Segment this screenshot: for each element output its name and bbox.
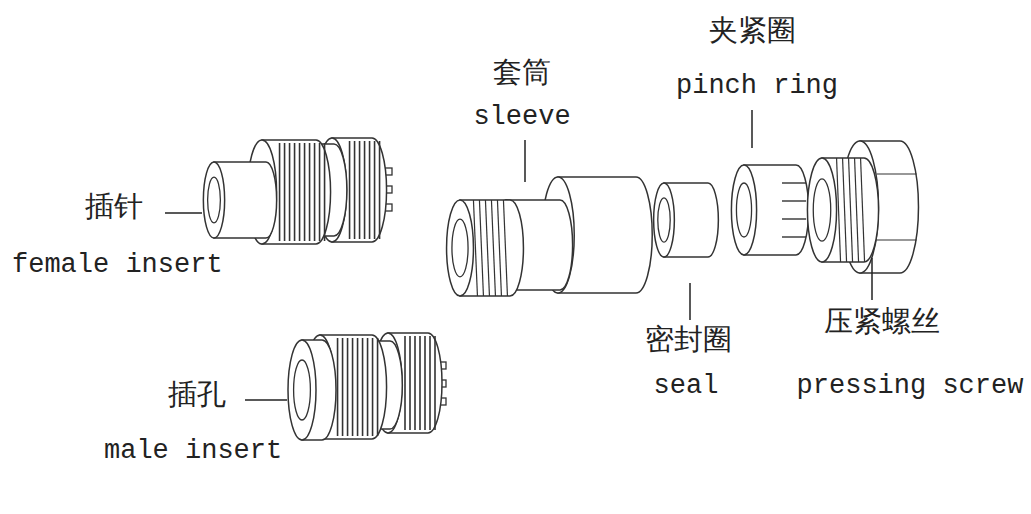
part-name: seal: [654, 373, 719, 400]
thread-line: [491, 200, 495, 296]
part-segment: [288, 340, 336, 440]
knurl-line: [299, 143, 301, 241]
seal: [654, 183, 719, 257]
part-name: 密封圈: [645, 325, 732, 354]
leader-line: [871, 258, 873, 300]
part-name: female insert: [12, 252, 223, 279]
knurl-line: [377, 338, 379, 436]
hex-facet: [877, 239, 917, 240]
knurl-line: [362, 338, 364, 436]
thread-line: [855, 158, 859, 262]
part-bore: [294, 360, 311, 420]
part-face: [807, 158, 836, 262]
part-name: 插针: [85, 192, 143, 221]
knurl-line: [357, 338, 359, 436]
knurl-line: [289, 143, 291, 241]
thread-line: [861, 158, 865, 262]
knurl-line: [352, 338, 354, 436]
part-segment: [447, 200, 524, 296]
pinch-ring: [731, 165, 808, 255]
slot-line: [782, 200, 806, 201]
leader-line: [165, 212, 202, 214]
knurl-line: [319, 143, 321, 241]
knurl-line: [324, 143, 326, 241]
thread-line: [485, 200, 489, 296]
knurl-line: [347, 338, 349, 436]
male-insert: [288, 333, 446, 440]
knurl-line: [349, 141, 351, 239]
knurl-line: [359, 141, 361, 239]
knurl-line: [309, 143, 311, 241]
thread-line: [497, 200, 501, 296]
slot-line: [782, 182, 806, 183]
part-name: sleeve: [473, 104, 570, 131]
part-segment: [731, 165, 808, 255]
part-name: pinch ring: [676, 73, 838, 100]
part-face: [654, 183, 675, 257]
part-face: [447, 200, 474, 296]
part-bore: [813, 179, 830, 241]
thread-line: [479, 200, 483, 296]
leader-line: [524, 140, 526, 182]
slot-line: [782, 218, 806, 219]
knurl-line: [372, 338, 374, 436]
leader-line: [689, 283, 691, 320]
leader-lines: [165, 110, 872, 400]
part-bore: [658, 198, 670, 242]
part-face: [203, 162, 224, 238]
part-bore: [452, 219, 468, 277]
part-bore: [208, 177, 221, 223]
knurl-line: [337, 338, 339, 436]
knurl-line: [374, 141, 376, 239]
thread-line: [849, 158, 853, 262]
hex-facet: [877, 173, 917, 174]
knurl-line: [404, 336, 406, 430]
part-segment: [654, 183, 719, 257]
part-name: 压紧螺丝: [824, 307, 940, 336]
part-name: male insert: [104, 438, 282, 465]
female-insert: [203, 138, 392, 244]
pressing-screw: [807, 141, 918, 273]
leader-line: [751, 110, 753, 148]
part-name: 夹紧圈: [709, 16, 796, 45]
knurl-line: [354, 141, 356, 239]
leader-line: [245, 399, 287, 401]
slot-line: [782, 236, 806, 237]
knurl-line: [304, 143, 306, 241]
part-face: [288, 340, 316, 440]
knurl-line: [367, 338, 369, 436]
knurl-line: [414, 336, 416, 430]
knurl-line: [419, 336, 421, 430]
part-bore: [736, 183, 751, 237]
thread-line: [503, 200, 507, 296]
knurl-line: [409, 336, 411, 430]
part-segment: [203, 162, 276, 238]
knurl-line: [434, 336, 436, 430]
part-name: 插孔: [168, 380, 226, 409]
knurl-line: [279, 143, 281, 241]
knurl-line: [364, 141, 366, 239]
knurl-line: [369, 141, 371, 239]
knurl-line: [424, 336, 426, 430]
part-name: 套筒: [493, 58, 551, 87]
part-segment: [807, 158, 878, 262]
knurl-line: [429, 336, 431, 430]
knurl-line: [314, 143, 316, 241]
knurl-line: [379, 141, 381, 239]
thread-line: [843, 158, 847, 262]
knurl-line: [294, 143, 296, 241]
part-face: [731, 165, 756, 255]
part-name: pressing screw: [797, 373, 1024, 400]
knurl-line: [342, 338, 344, 436]
knurl-line: [284, 143, 286, 241]
sleeve: [447, 177, 653, 296]
